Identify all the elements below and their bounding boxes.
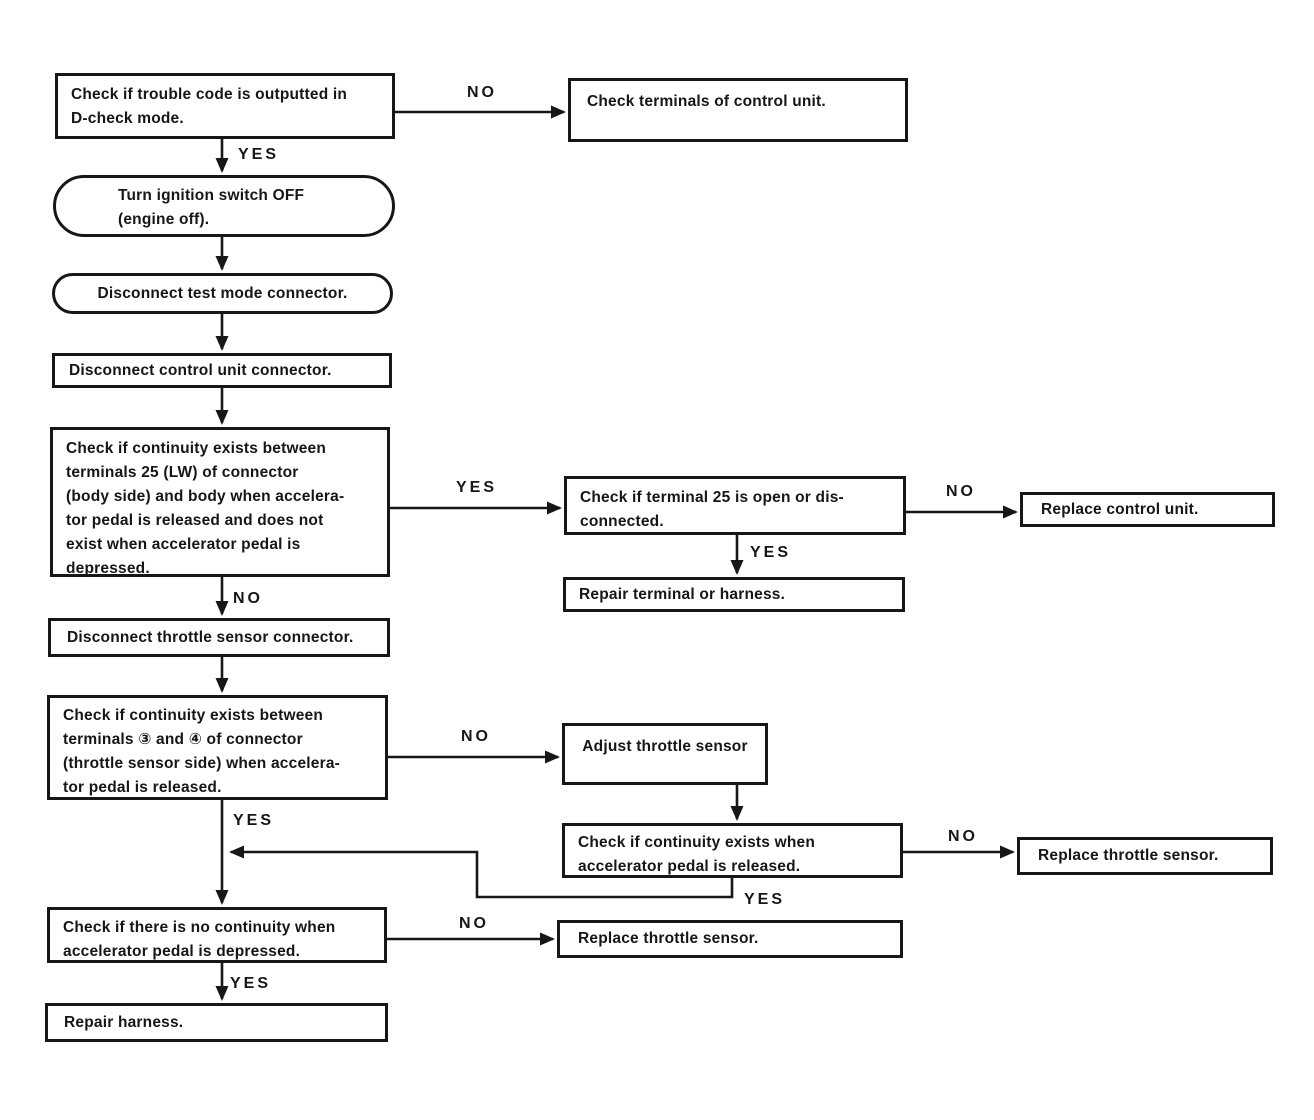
node-adjust-throttle-sensor: Adjust throttle sensor	[562, 723, 768, 785]
edge-label-terminals34-yes: YES	[233, 812, 275, 829]
node-turn-ignition-off: Turn ignition switch OFF (engine off).	[53, 175, 395, 237]
node-check-terminal25-open: Check if terminal 25 is open or dis- con…	[564, 476, 906, 535]
edge-label-depressed-no: NO	[459, 915, 489, 932]
edge-label-terminal25-yes: YES	[750, 544, 792, 561]
edge-label-continuity25-yes: YES	[456, 479, 498, 496]
node-check-trouble-code: Check if trouble code is outputted in D-…	[55, 73, 395, 139]
edge-label-trouble-code-no: NO	[467, 84, 497, 101]
node-disconnect-throttle-sensor: Disconnect throttle sensor connector.	[48, 618, 390, 657]
edge-label-continuity25-no: NO	[233, 590, 263, 607]
node-replace-throttle-sensor-1: Replace throttle sensor.	[1017, 837, 1273, 875]
node-replace-throttle-sensor-2: Replace throttle sensor.	[557, 920, 903, 958]
edge-label-depressed-yes: YES	[230, 975, 272, 992]
edge-label-released-no: NO	[948, 828, 978, 845]
node-check-continuity-terminal25: Check if continuity exists between termi…	[50, 427, 390, 577]
node-check-continuity-terminals-3-4: Check if continuity exists between termi…	[47, 695, 388, 800]
node-disconnect-control-unit: Disconnect control unit connector.	[52, 353, 392, 388]
edge-label-released-yes: YES	[744, 891, 786, 908]
node-replace-control-unit: Replace control unit.	[1020, 492, 1275, 527]
node-check-terminals-control-unit: Check terminals of control unit.	[568, 78, 908, 142]
node-check-continuity-released: Check if continuity exists when accelera…	[562, 823, 903, 878]
node-repair-harness: Repair harness.	[45, 1003, 388, 1042]
edge-label-terminals34-no: NO	[461, 728, 491, 745]
node-repair-terminal-harness: Repair terminal or harness.	[563, 577, 905, 612]
edge-label-terminal25-no: NO	[946, 483, 976, 500]
edge-label-trouble-code-yes: YES	[238, 146, 280, 163]
node-disconnect-test-mode: Disconnect test mode connector.	[52, 273, 393, 314]
node-check-no-continuity-depressed: Check if there is no continuity when acc…	[47, 907, 387, 963]
